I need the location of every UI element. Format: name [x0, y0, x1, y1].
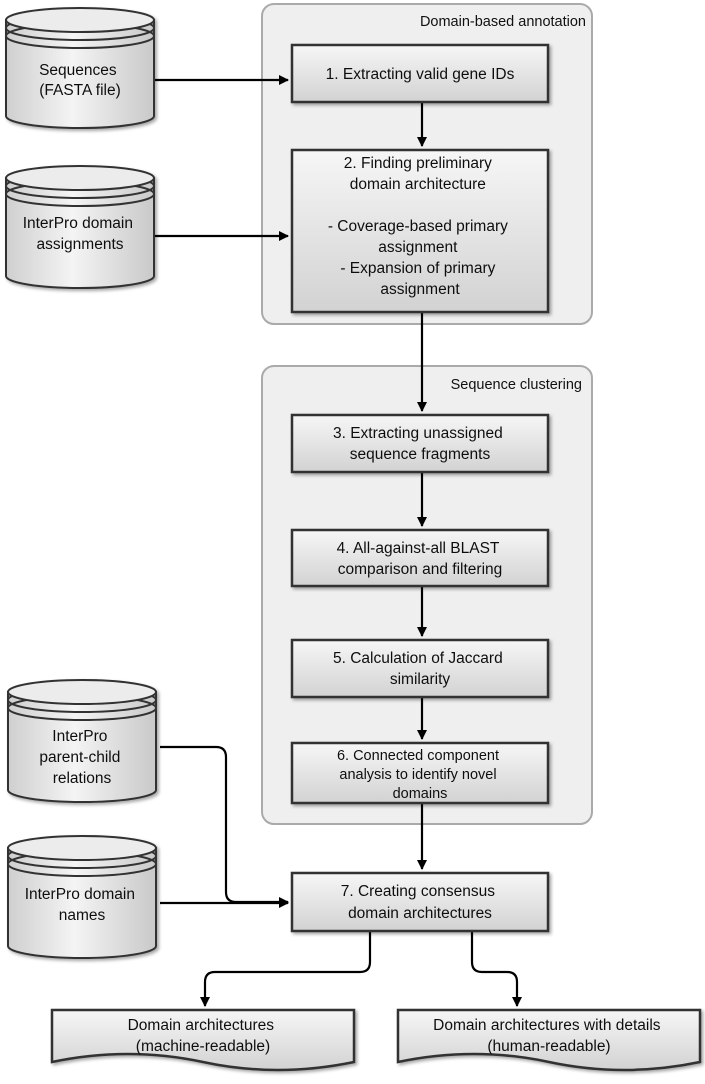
step-7-box: 7. Creating consensus domain architectur… — [290, 871, 550, 933]
db-assignments-label: InterPro domain assignments — [23, 215, 138, 253]
db-interpro-parent-child-relations: InterPro parent-child relations — [7, 679, 157, 803]
arrow-relations-to-step7 — [160, 745, 289, 907]
db-relations-label: InterPro parent-child relations — [39, 728, 124, 787]
step-1-label: 1. Extracting valid gene IDs — [326, 66, 515, 83]
step-6-label: 6. Connected component analysis to ident… — [337, 748, 503, 802]
step-6-box: 6. Connected component analysis to ident… — [290, 741, 550, 805]
output-machine-label: Domain architectures (machine-readable) — [128, 1017, 279, 1055]
step-1-box: 1. Extracting valid gene IDs — [290, 43, 550, 104]
step-2-label: 2. Finding preliminary domain architectu… — [328, 155, 512, 298]
arrow-step7-to-output-human — [470, 932, 522, 1007]
arrow-step7-to-output-machine — [200, 932, 372, 1007]
db-sequences-label: Sequences (FASTA file) — [39, 62, 121, 99]
group-title-sequence-clustering: Sequence clustering — [451, 377, 582, 393]
output-human-readable: Domain architectures with details (human… — [396, 1008, 702, 1072]
step-4-label: 4. All-against-all BLAST comparison and … — [337, 540, 504, 578]
step-3-box: 3. Extracting unassigned sequence fragme… — [290, 413, 550, 474]
step-5-box: 5. Calculation of Jaccard similarity — [290, 638, 550, 699]
step-2-box: 2. Finding preliminary domain architectu… — [290, 148, 550, 314]
db-interpro-domain-names: InterPro domain names — [7, 835, 157, 959]
group-sequence-clustering: Sequence clustering — [261, 365, 593, 825]
db-names-label: InterPro domain names — [25, 886, 140, 924]
output-human-label: Domain architectures with details (human… — [433, 1017, 665, 1055]
step-5-label: 5. Calculation of Jaccard similarity — [333, 650, 507, 688]
step-3-label: 3. Extracting unassigned sequence fragme… — [333, 425, 507, 463]
step-7-label: 7. Creating consensus domain architectur… — [341, 883, 500, 922]
connector-arrows — [155, 75, 522, 1007]
group-title-domain-annotation: Domain-based annotation — [420, 14, 586, 30]
output-machine-readable: Domain architectures (machine-readable) — [50, 1008, 356, 1072]
step-4-box: 4. All-against-all BLAST comparison and … — [290, 528, 550, 588]
db-sequences-fasta: Sequences (FASTA file) — [5, 7, 155, 129]
db-interpro-domain-assignments: InterPro domain assignments — [5, 165, 155, 289]
